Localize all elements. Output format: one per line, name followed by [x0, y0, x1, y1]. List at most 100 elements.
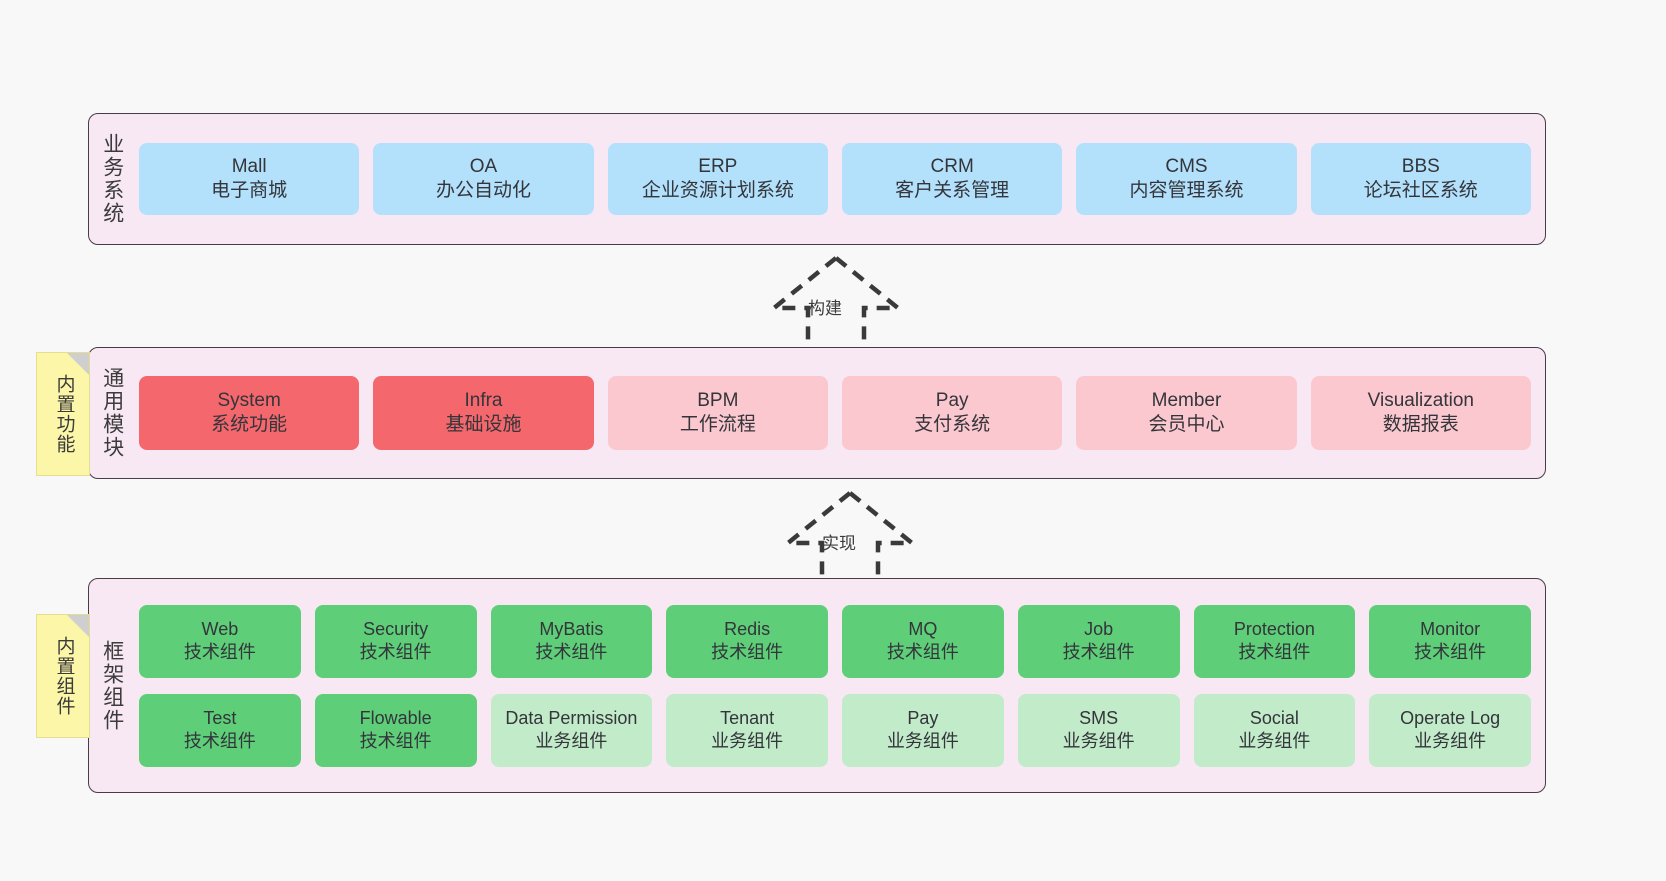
node-mall[interactable]: Mall 电子商城 [139, 143, 360, 215]
node-oa[interactable]: OA 办公自动化 [373, 143, 594, 215]
node-label-cn: 论坛社区系统 [1363, 180, 1478, 201]
note-builtin-component: 内置组件 [36, 614, 90, 738]
node-label-cn: 技术组件 [1414, 642, 1487, 662]
note-fold-corner-icon [67, 615, 89, 637]
dashed-generalization-arrow-icon [767, 256, 905, 348]
node-label-cn: 技术组件 [1062, 642, 1135, 662]
node-label-cn: 技术组件 [886, 642, 959, 662]
node-tenant[interactable]: Tenant 业务组件 [666, 693, 828, 767]
layer-body-framework-component: Web 技术组件 Security 技术组件 MyBatis 技术组件 Redi… [135, 579, 1545, 792]
node-label-cn: 业务组件 [535, 731, 608, 751]
node-label-cn: 数据报表 [1382, 414, 1459, 435]
node-label-cn: 业务组件 [1062, 731, 1135, 751]
node-label-cn: 技术组件 [183, 642, 256, 662]
node-label-en: ERP [698, 155, 738, 177]
node-label-en: Monitor [1420, 618, 1481, 639]
node-monitor[interactable]: Monitor 技术组件 [1369, 604, 1531, 678]
node-crm[interactable]: CRM 客户关系管理 [841, 143, 1063, 215]
node-label-cn: 业务组件 [1238, 731, 1311, 751]
node-label-cn: 技术组件 [359, 731, 432, 751]
node-label-en: Operate Log [1400, 707, 1501, 728]
node-bpm[interactable]: BPM 工作流程 [607, 376, 828, 450]
node-row: Mall 电子商城 OA 办公自动化 ERP 企业资源计划系统 CRM 客户关系… [139, 143, 1531, 215]
node-label-cn: 客户关系管理 [895, 180, 1010, 201]
note-label: 内置功能 [53, 374, 75, 454]
arrow-label-implement: 实现 [822, 534, 856, 553]
arrow-implement: 实现 [760, 487, 940, 583]
node-label-cn: 技术组件 [359, 642, 432, 662]
node-security[interactable]: Security 技术组件 [314, 604, 477, 678]
node-label-cn: 技术组件 [711, 642, 784, 662]
node-label-en: BBS [1401, 155, 1440, 177]
node-row: Web 技术组件 Security 技术组件 MyBatis 技术组件 Redi… [139, 604, 1531, 678]
layer-title-common-module: 通用模块 [100, 367, 124, 459]
node-system[interactable]: System 系统功能 [139, 376, 360, 450]
node-label-en: Job [1084, 618, 1114, 639]
node-label-en: Visualization [1367, 389, 1474, 411]
node-label-en: Infra [464, 389, 503, 411]
node-label-en: Tenant [720, 707, 775, 728]
node-label-en: OA [469, 155, 498, 177]
node-label-en: Web [201, 618, 239, 639]
node-job[interactable]: Job 技术组件 [1017, 604, 1180, 678]
node-mybatis[interactable]: MyBatis 技术组件 [490, 604, 653, 678]
layer-title-business-system: 业务系统 [100, 133, 124, 225]
node-label-en: CRM [930, 155, 974, 177]
node-operate-log[interactable]: Operate Log 业务组件 [1369, 693, 1531, 767]
node-label-en: Pay [935, 389, 969, 411]
node-label-cn: 系统功能 [211, 414, 288, 435]
node-data-permission[interactable]: Data Permission 业务组件 [490, 693, 653, 767]
node-mq[interactable]: MQ 技术组件 [842, 604, 1004, 678]
node-label-cn: 会员中心 [1148, 414, 1225, 435]
node-label-en: MQ [908, 618, 938, 639]
node-label-cn: 电子商城 [211, 180, 288, 201]
layer-common-module: 通用模块 System 系统功能 Infra 基础设施 BPM 工作流程 Pay… [88, 347, 1546, 479]
node-label-en: Flowable [359, 707, 432, 728]
node-erp[interactable]: ERP 企业资源计划系统 [607, 143, 828, 215]
node-infra[interactable]: Infra 基础设施 [373, 376, 594, 450]
node-label-en: Pay [907, 707, 939, 728]
node-label-cn: 工作流程 [679, 414, 756, 435]
node-bbs[interactable]: BBS 论坛社区系统 [1310, 143, 1531, 215]
node-label-en: Test [203, 707, 237, 728]
node-label-en: Data Permission [505, 707, 638, 728]
node-label-cn: 技术组件 [183, 731, 256, 751]
note-label: 内置组件 [53, 636, 75, 716]
node-label-cn: 内容管理系统 [1129, 180, 1244, 201]
layer-title-framework-component: 框架组件 [100, 639, 124, 732]
node-test[interactable]: Test 技术组件 [139, 693, 301, 767]
node-label-cn: 基础设施 [445, 414, 522, 435]
node-label-en: Redis [724, 618, 771, 639]
node-row: System 系统功能 Infra 基础设施 BPM 工作流程 Pay 支付系统… [139, 376, 1531, 450]
node-label-en: MyBatis [539, 618, 604, 639]
node-redis[interactable]: Redis 技术组件 [666, 604, 828, 678]
node-row: Test 技术组件 Flowable 技术组件 Data Permission … [139, 693, 1531, 767]
node-protection[interactable]: Protection 技术组件 [1193, 604, 1356, 678]
arrow-build: 构建 [746, 252, 926, 348]
arrow-label-build: 构建 [808, 299, 842, 318]
node-label-en: System [217, 389, 281, 411]
node-sms[interactable]: SMS 业务组件 [1017, 693, 1180, 767]
layer-framework-component: 框架组件 Web 技术组件 Security 技术组件 MyBatis 技术组件… [88, 578, 1546, 793]
node-label-cn: 支付系统 [914, 414, 991, 435]
node-label-cn: 业务组件 [1414, 731, 1487, 751]
node-label-cn: 办公自动化 [435, 180, 531, 201]
node-label-en: Social [1249, 707, 1299, 728]
node-cms[interactable]: CMS 内容管理系统 [1076, 143, 1297, 215]
node-label-cn: 业务组件 [711, 731, 784, 751]
node-member[interactable]: Member 会员中心 [1076, 376, 1297, 450]
note-fold-corner-icon [67, 353, 89, 375]
node-pay-module[interactable]: Pay 支付系统 [841, 376, 1063, 450]
layer-body-business-system: Mall 电子商城 OA 办公自动化 ERP 企业资源计划系统 CRM 客户关系… [135, 114, 1545, 244]
node-web[interactable]: Web 技术组件 [139, 604, 301, 678]
node-label-en: Security [363, 618, 429, 639]
node-flowable[interactable]: Flowable 技术组件 [314, 693, 477, 767]
node-visualization[interactable]: Visualization 数据报表 [1310, 376, 1531, 450]
node-social[interactable]: Social 业务组件 [1193, 693, 1356, 767]
node-pay-component[interactable]: Pay 业务组件 [842, 693, 1004, 767]
node-label-en: CMS [1165, 155, 1208, 177]
node-label-en: Protection [1233, 618, 1315, 639]
node-label-en: SMS [1079, 707, 1119, 728]
note-builtin-function: 内置功能 [36, 352, 90, 476]
